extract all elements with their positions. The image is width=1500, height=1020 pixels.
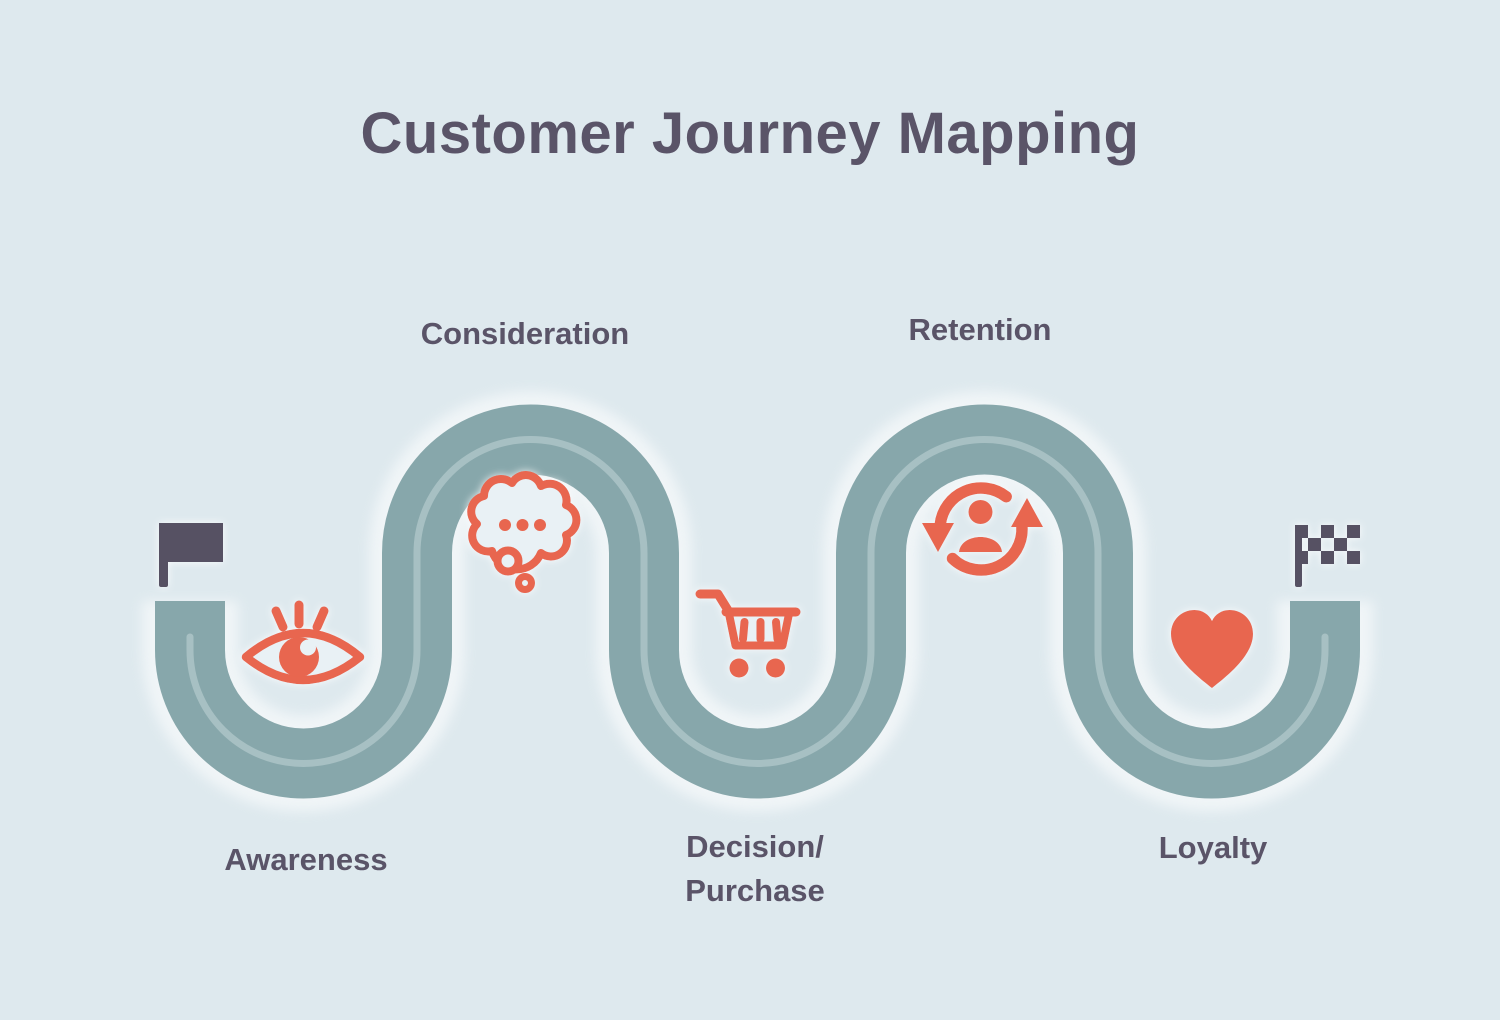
stage-label-line: Retention (908, 312, 1052, 347)
thought-bubble-icon (467, 471, 581, 593)
start-flag-icon (159, 523, 223, 587)
person-sync-arrows-icon (922, 482, 1043, 576)
road-path (155, 404, 1360, 799)
stage-label-loyalty: Loyalty (1159, 826, 1268, 870)
eye-icon (241, 600, 365, 685)
road-centerline (186, 436, 1329, 767)
stage-label-decision-purchase: Decision/ Purchase (685, 825, 825, 913)
stage-label-awareness: Awareness (224, 838, 387, 882)
stage-label-line: Awareness (224, 842, 388, 877)
heart-icon (1171, 610, 1253, 688)
stage-label-line: Loyalty (1158, 830, 1268, 865)
stage-label-retention: Retention (909, 308, 1052, 352)
stage-label-line: Purchase (685, 873, 825, 908)
page-title: Customer Journey Mapping (360, 101, 1140, 166)
stage-label-line: Decision/ (686, 829, 824, 864)
shopping-cart-icon (695, 589, 801, 678)
stage-label-consideration: Consideration (421, 312, 629, 356)
stage-label-line: Consideration (420, 316, 630, 351)
checkered-finish-flag-icon (1295, 525, 1360, 587)
journey-road (142, 391, 1373, 812)
